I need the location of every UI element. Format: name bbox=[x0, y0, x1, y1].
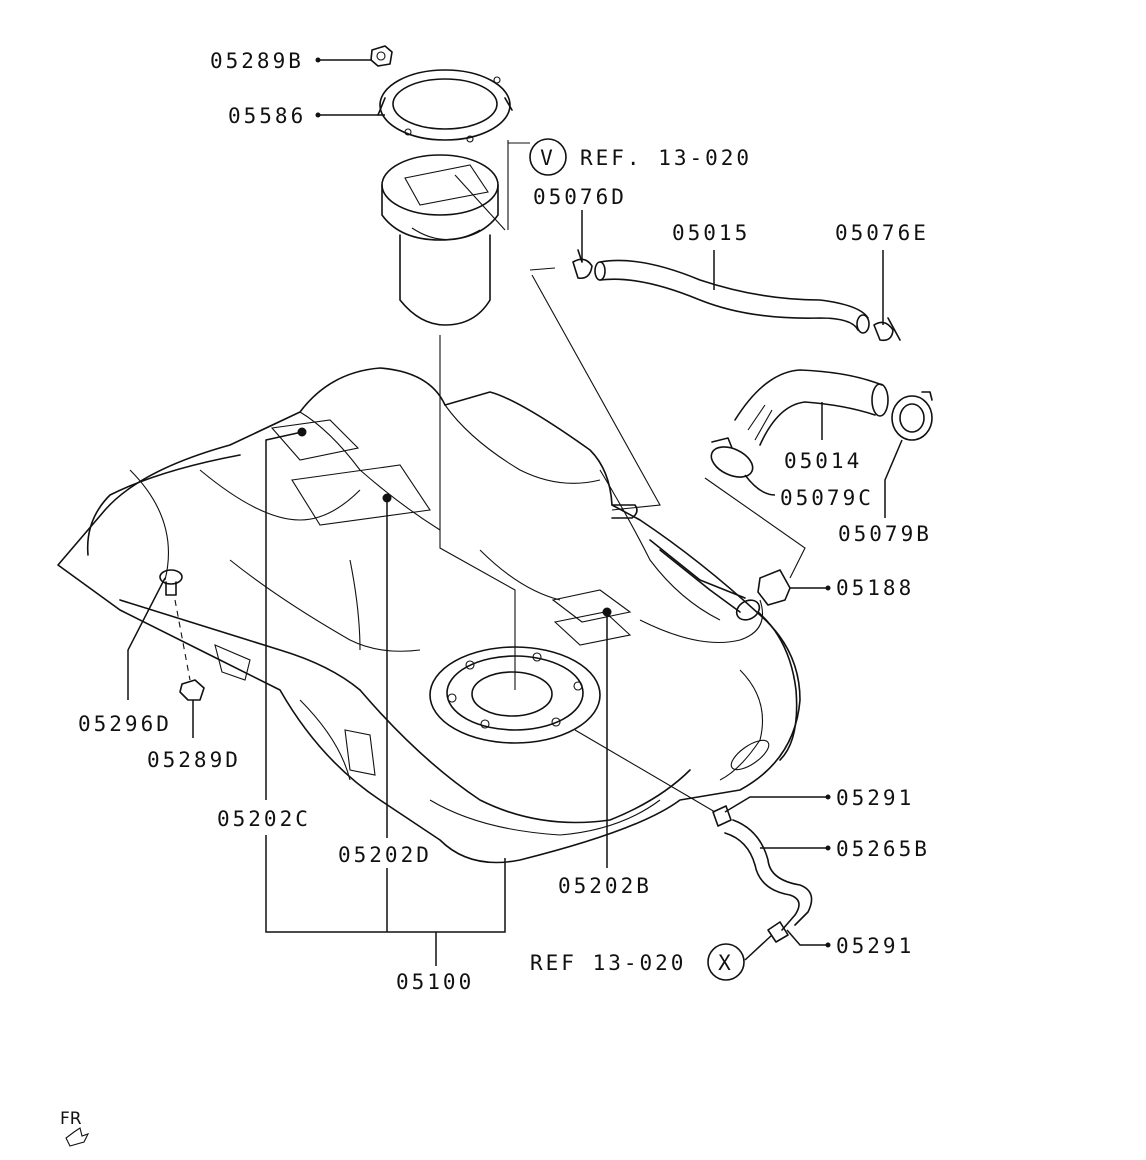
label-05202b: 05202B bbox=[558, 874, 652, 898]
label-05291-bottom: 05291 bbox=[836, 934, 914, 958]
label-05076e: 05076E bbox=[835, 221, 929, 245]
leader-dots bbox=[297, 57, 831, 948]
label-05079b: 05079B bbox=[838, 522, 932, 546]
nut-05289b bbox=[370, 45, 393, 67]
hose-clip-05076e bbox=[873, 317, 901, 342]
ref-v-circle bbox=[529, 138, 567, 176]
hose-05015 bbox=[594, 259, 870, 334]
drain-hose-05265b bbox=[724, 819, 813, 931]
fuel-tank bbox=[57, 367, 801, 864]
label-05296d: 05296D bbox=[78, 712, 172, 736]
ref-x-text: REF 13-020 bbox=[530, 951, 686, 975]
fitting-05291-top bbox=[712, 805, 732, 827]
ref-x-letter: X bbox=[718, 951, 734, 975]
label-05014: 05014 bbox=[784, 449, 862, 473]
label-05291-top: 05291 bbox=[836, 786, 914, 810]
leader-lines bbox=[127, 59, 903, 966]
label-05079c: 05079C bbox=[780, 486, 874, 510]
clamp-05079c bbox=[710, 437, 754, 478]
label-05586: 05586 bbox=[228, 104, 306, 128]
label-05188: 05188 bbox=[836, 576, 914, 600]
clamp-05079b bbox=[891, 391, 933, 441]
label-05202d: 05202D bbox=[338, 843, 432, 867]
front-orientation-mark: FR bbox=[60, 1109, 90, 1147]
label-05265b: 05265B bbox=[836, 837, 930, 861]
ref-v-text: REF. 13-020 bbox=[580, 146, 752, 170]
label-05076d: 05076D bbox=[533, 185, 627, 209]
fitting-05291-bottom bbox=[767, 921, 789, 943]
filler-hose-05014 bbox=[734, 369, 889, 446]
ref-x-circle bbox=[707, 943, 745, 981]
ref-v-letter: V bbox=[540, 146, 556, 170]
front-arrow-icon bbox=[65, 1127, 90, 1147]
reference-lines bbox=[439, 140, 806, 813]
label-05202c: 05202C bbox=[217, 807, 311, 831]
bolt-05296d bbox=[159, 569, 183, 596]
fuel-pump-module bbox=[381, 154, 499, 326]
pump-ring-gasket bbox=[377, 69, 513, 143]
label-05100: 05100 bbox=[396, 970, 474, 994]
cap-05188 bbox=[757, 569, 791, 606]
label-05015: 05015 bbox=[672, 221, 750, 245]
label-05289b: 05289B bbox=[210, 49, 304, 73]
nut-05289d bbox=[179, 679, 205, 701]
fr-label: FR bbox=[60, 1109, 82, 1129]
label-05289d: 05289D bbox=[147, 748, 241, 772]
